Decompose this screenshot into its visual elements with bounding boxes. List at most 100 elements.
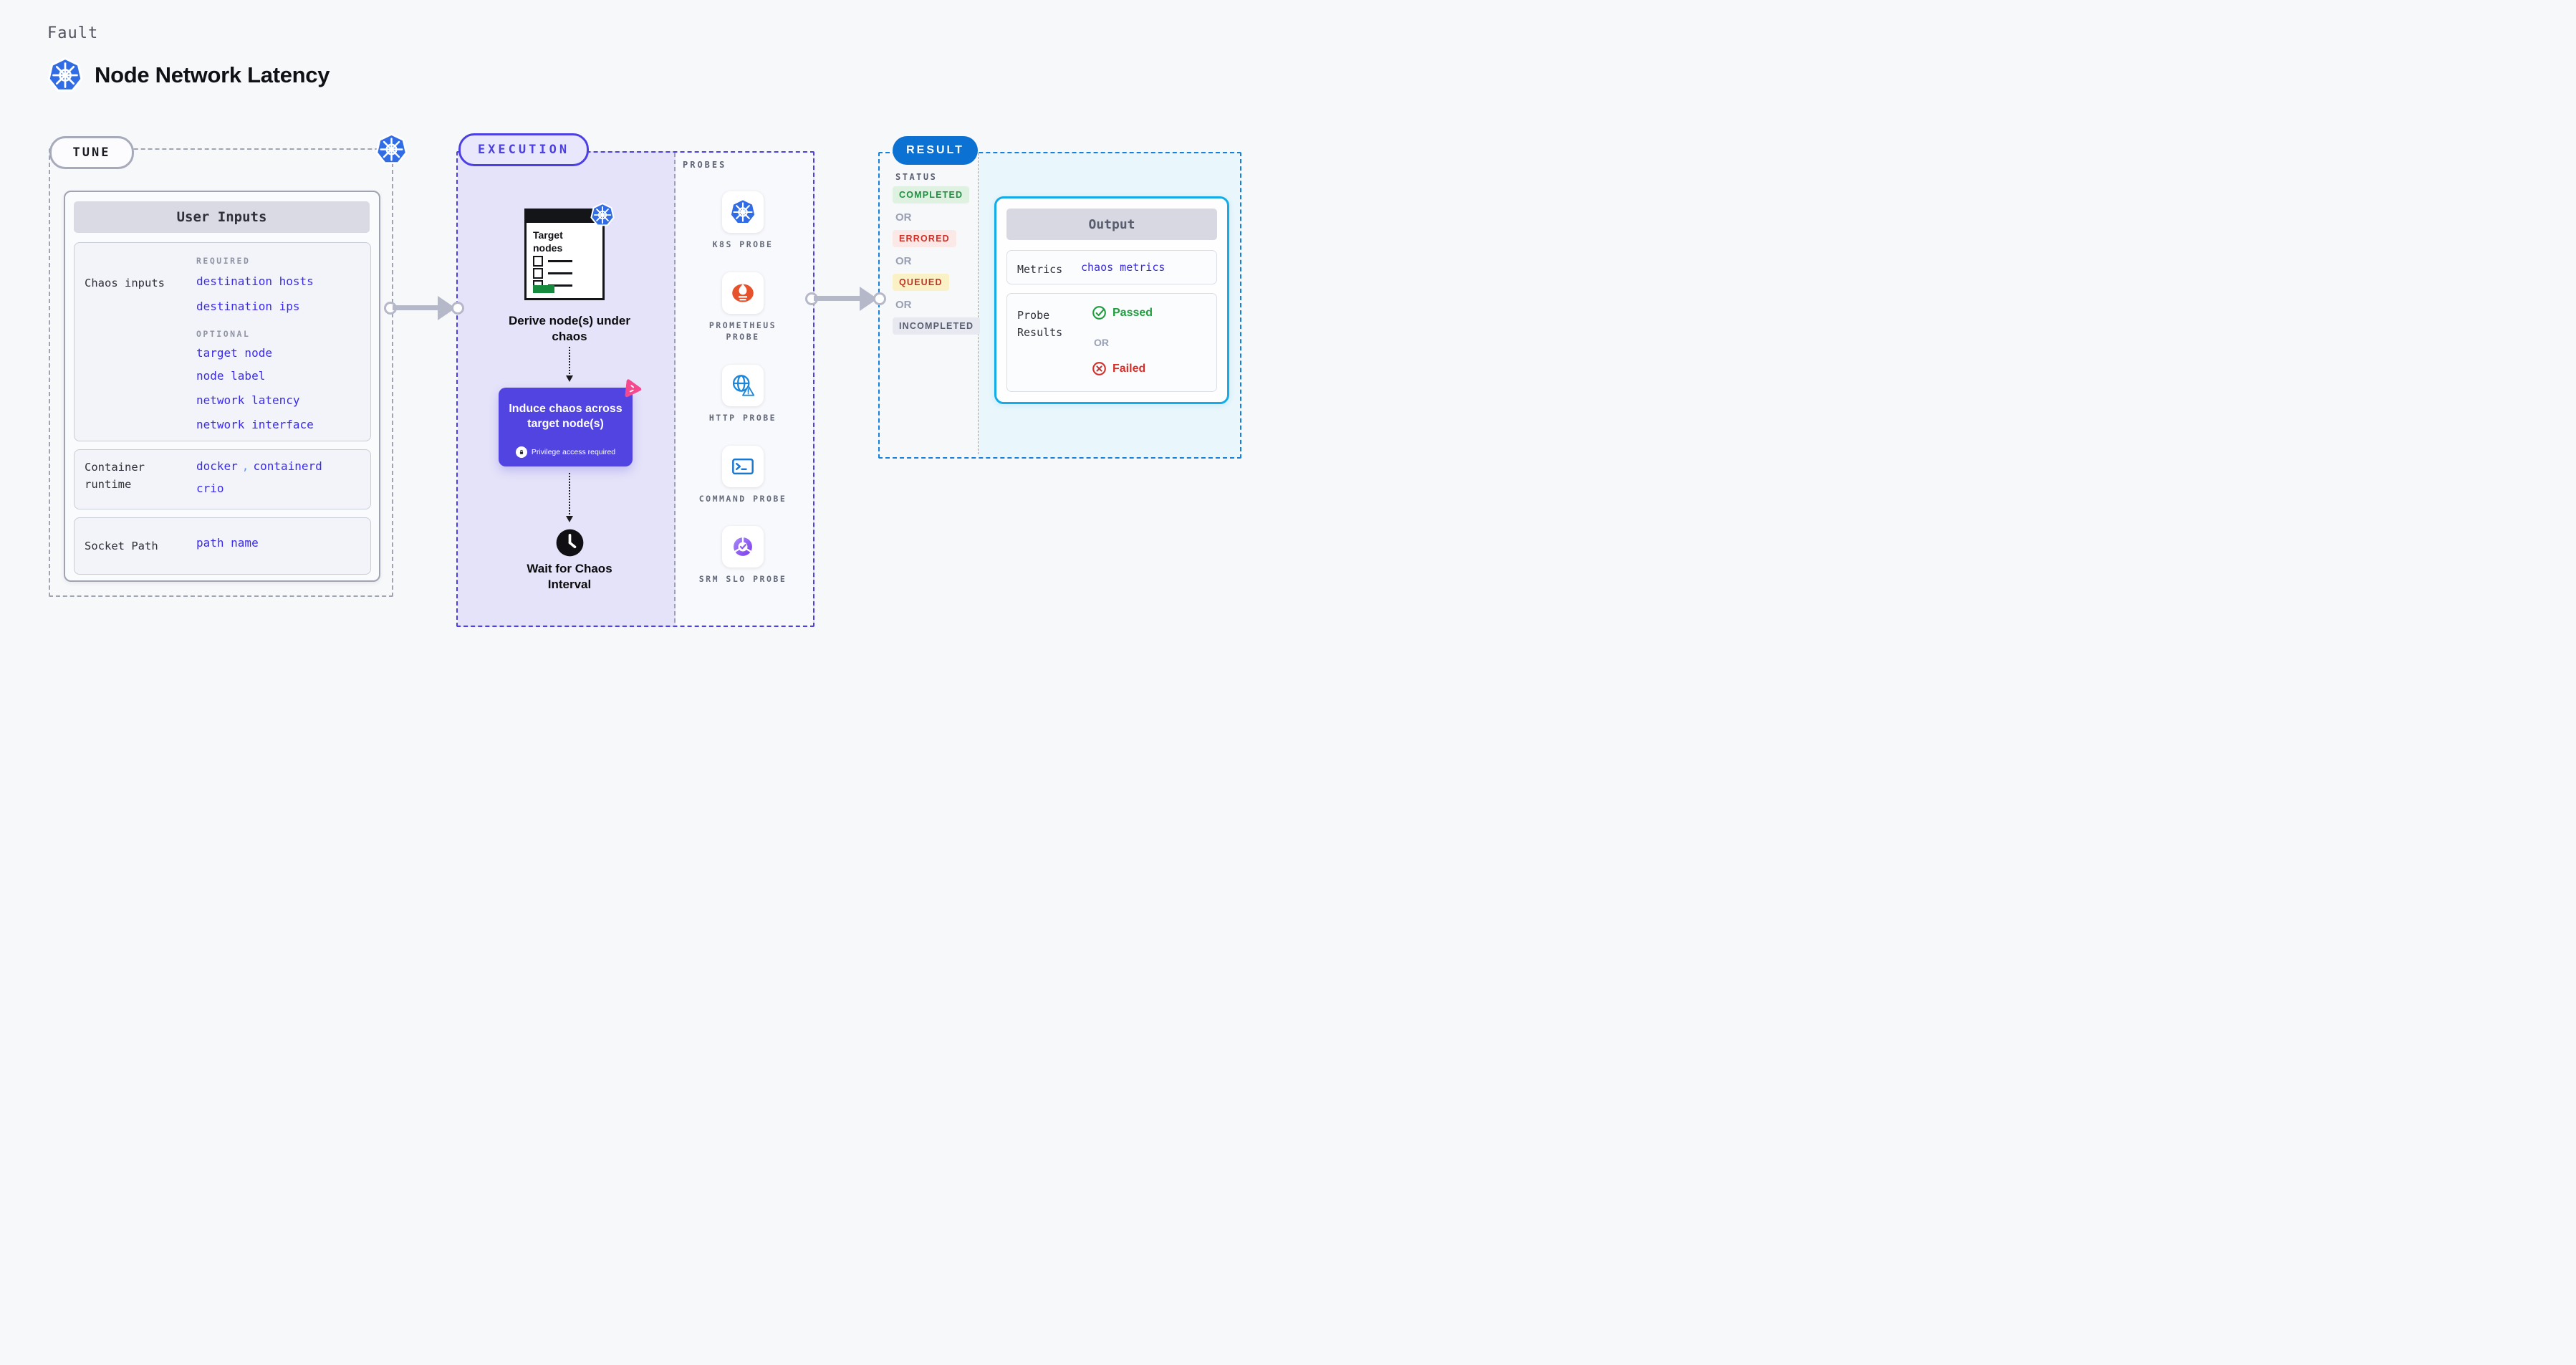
connector-dot: [451, 302, 464, 315]
tune-badge: TUNE: [49, 136, 134, 169]
runtime-containerd: containerd: [253, 459, 322, 473]
probe-label: SRM SLO PROBE: [698, 574, 787, 585]
kubernetes-icon: [47, 57, 83, 93]
derive-caption: Derive node(s) under chaos: [508, 314, 631, 344]
probe-results-label: Probe Results: [1017, 309, 1063, 339]
globe-alert-icon: [729, 372, 756, 399]
probes-label: PROBES: [683, 160, 727, 170]
confirm-bar: [533, 285, 554, 293]
slo-gauge-icon: [729, 533, 756, 560]
probe-card: [722, 191, 764, 233]
probe-label: K8S PROBE: [712, 239, 774, 249]
induce-chaos-title: Induce chaos across target node(s): [509, 403, 623, 430]
probes-column: PROBES K8S PROBE PROMETHEUS PROBE HTTP P…: [674, 151, 812, 624]
user-inputs-title: User Inputs: [74, 201, 370, 233]
input-network-latency: network latency: [196, 393, 300, 407]
privilege-note: Privilege access required: [531, 448, 616, 456]
status-badge-queued: QUEUED: [893, 274, 949, 291]
optional-label: OPTIONAL: [196, 329, 251, 339]
failed-result: Failed: [1092, 361, 1145, 376]
title-row: Node Network Latency: [47, 57, 330, 93]
status-badge-completed: COMPLETED: [893, 186, 970, 203]
runtime-docker: docker: [196, 459, 238, 473]
probe-srm-slo: SRM SLO PROBE: [696, 526, 789, 585]
socket-path-label: Socket Path: [85, 540, 158, 552]
wait-caption: Wait for Chaos Interval: [527, 562, 612, 592]
dotted-arrow-down: [565, 473, 573, 522]
runtime-crio: crio: [196, 482, 224, 495]
arrow-execution-to-result: [805, 287, 886, 311]
or-separator: OR: [895, 299, 912, 311]
container-runtime-label: Container runtime: [85, 461, 145, 492]
clock-icon: [555, 528, 585, 557]
metrics-value: chaos metrics: [1081, 261, 1166, 274]
input-node-label: node label: [196, 369, 266, 383]
socket-path-row: Socket Path path name: [74, 517, 371, 575]
probe-card: [722, 526, 764, 568]
chaos-inputs-row: Chaos inputs REQUIRED destination hosts …: [74, 242, 371, 441]
input-destination-ips: destination ips: [196, 300, 300, 313]
metrics-row: Metrics chaos metrics: [1006, 250, 1217, 284]
probe-http: HTTP PROBE: [696, 365, 789, 424]
kubernetes-icon: [375, 133, 408, 166]
x-circle-icon: [1092, 361, 1107, 376]
socket-path-value: path name: [196, 536, 259, 550]
prometheus-icon: [729, 279, 756, 307]
input-network-interface: network interface: [196, 418, 314, 431]
probe-label: COMMAND PROBE: [698, 493, 787, 504]
metrics-label: Metrics: [1017, 263, 1063, 276]
or-separator: OR: [895, 211, 912, 224]
output-card: Output Metrics chaos metrics Probe Resul…: [994, 196, 1229, 404]
chaos-inputs-values: REQUIRED destination hosts destination i…: [196, 254, 365, 431]
required-label: REQUIRED: [196, 256, 251, 266]
induce-chaos-card: Induce chaos across target node(s) Privi…: [499, 388, 633, 466]
chaos-inputs-label: Chaos inputs: [85, 277, 165, 289]
fault-diagram: Fault Node Network Latency TUNE User Inp…: [0, 0, 1288, 683]
status-divider: [978, 153, 979, 454]
probe-command: COMMAND PROBE: [696, 445, 789, 505]
window-bar: [526, 210, 603, 223]
container-runtime-row: Container runtime docker, containerd crio: [74, 449, 371, 509]
kubernetes-icon: [729, 198, 756, 226]
runtime-separator: ,: [241, 459, 249, 473]
execution-badge: EXECUTION: [458, 133, 589, 166]
check-circle-icon: [1092, 305, 1107, 320]
checkbox-row: [533, 268, 572, 279]
probe-label: PROMETHEUS PROBE: [708, 320, 777, 343]
probes-divider: [674, 153, 676, 623]
container-runtime-values: docker, containerd crio: [196, 459, 322, 496]
litmus-chaos-icon: [623, 378, 642, 398]
connector-dot: [873, 292, 886, 305]
terminal-icon: [729, 453, 756, 480]
status-label: STATUS: [895, 172, 938, 182]
probe-k8s: K8S PROBE: [696, 191, 789, 251]
arrow-tune-to-execution: [384, 296, 464, 320]
passed-label: Passed: [1112, 306, 1153, 319]
passed-result: Passed: [1092, 305, 1153, 320]
kubernetes-icon: [590, 203, 615, 227]
failed-label: Failed: [1112, 362, 1146, 375]
input-target-node: target node: [196, 346, 272, 360]
lock-icon: [515, 446, 527, 458]
probe-card: [722, 272, 764, 314]
checkbox-row: [533, 256, 572, 267]
probe-card: [722, 445, 764, 487]
user-inputs-card: User Inputs Chaos inputs REQUIRED destin…: [64, 191, 380, 582]
status-column: COMPLETED OR ERRORED OR QUEUED OR INCOMP…: [893, 182, 981, 335]
privilege-note-row: Privilege access required: [499, 446, 633, 458]
result-badge: RESULT: [893, 136, 978, 165]
probe-prometheus: PROMETHEUS PROBE: [696, 272, 789, 343]
or-separator: OR: [895, 255, 912, 267]
dotted-arrow-down: [565, 347, 573, 382]
probe-card: [722, 365, 764, 407]
status-badge-errored: ERRORED: [893, 230, 956, 247]
target-nodes-title: Target nodes: [533, 229, 563, 254]
or-separator: OR: [1094, 337, 1109, 348]
tune-section-outline: [49, 148, 393, 597]
input-destination-hosts: destination hosts: [196, 274, 314, 288]
fault-eyebrow: Fault: [47, 24, 99, 42]
probe-label: HTTP PROBE: [708, 413, 777, 423]
status-badge-incompleted: INCOMPLETED: [893, 317, 981, 335]
page-title: Node Network Latency: [95, 62, 330, 87]
probe-results-row: Probe Results Passed OR Failed: [1006, 293, 1217, 392]
